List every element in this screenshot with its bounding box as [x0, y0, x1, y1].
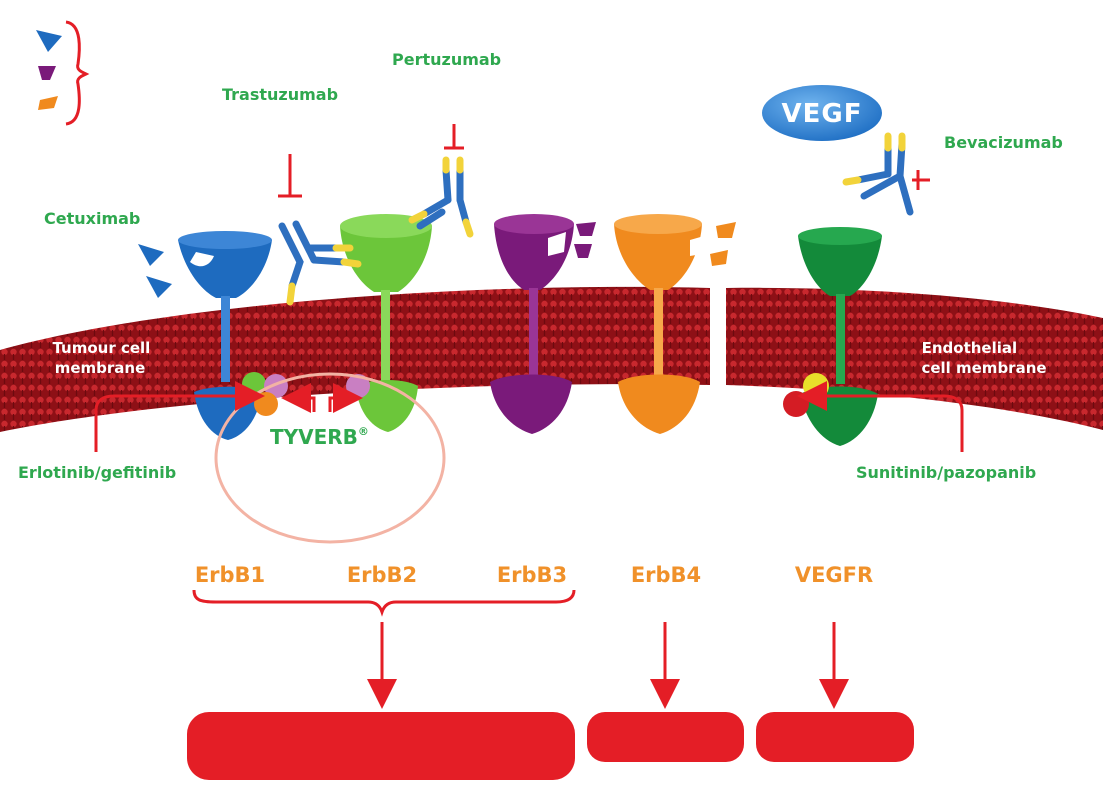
- tyverb-arrow-right: [328, 383, 363, 413]
- bevacizumab-antibody: [842, 132, 914, 216]
- erbb4-output-box: [587, 712, 744, 762]
- erbb3-label: ErbB3: [497, 563, 567, 587]
- erbb1-3-output-box: [187, 712, 575, 780]
- ligand-legend: [36, 20, 90, 126]
- endothelial-membrane-label: Endothelial cell membrane: [921, 339, 1046, 377]
- trastuzumab-antibody: [278, 220, 362, 306]
- legend-brace-icon: [65, 20, 90, 126]
- inhibition-markers: [278, 124, 930, 198]
- erlotinib-bracket: [94, 381, 265, 452]
- blue-ligand-icon: [36, 30, 62, 52]
- vegf-label: VEGF: [782, 99, 863, 129]
- erbb1-3-brace: [192, 589, 576, 617]
- sunitinib-label: Sunitinib/pazopanib: [856, 463, 1036, 482]
- pertuzumab-antibody: [408, 156, 474, 238]
- erbb3-receptor: [490, 214, 574, 434]
- trastuzumab-label: Trastuzumab: [222, 85, 338, 104]
- orange-ligand-icon: [38, 96, 58, 110]
- erbb1-label: ErbB1: [195, 563, 265, 587]
- trastuzumab-inhibit-icon: [278, 154, 302, 198]
- erlotinib-label: Erlotinib/gefitinib: [18, 463, 176, 482]
- tyverb-circle: [214, 372, 446, 544]
- pertuzumab-label: Pertuzumab: [392, 50, 501, 69]
- erbb3-ligand-icon: [576, 222, 596, 236]
- erbb1-ligand-icon: [146, 276, 172, 298]
- erbb4-ligand-icon: [716, 222, 736, 238]
- tumour-membrane-label: Tumour cell membrane: [52, 339, 155, 377]
- tyverb-label: TYVERB®: [270, 425, 369, 449]
- bevacizumab-label: Bevacizumab: [944, 133, 1063, 152]
- vegf-ellipse: [762, 85, 882, 141]
- erbb3-ligand-icon: [574, 244, 592, 258]
- pertuzumab-inhibit-icon: [444, 124, 464, 150]
- erbb4-label: ErbB4: [631, 563, 701, 587]
- vegfr-label: VEGFR: [795, 563, 873, 587]
- sunitinib-bracket: [797, 381, 964, 452]
- erbb1-ligand-icon: [138, 244, 164, 266]
- bevacizumab-inhibit-icon: [912, 170, 930, 190]
- cetuximab-label: Cetuximab: [44, 209, 140, 228]
- vegfr-output-box: [756, 712, 914, 762]
- erbb2-receptor: [340, 214, 432, 432]
- erbb4-ligand-icon: [710, 250, 728, 266]
- endothelial-cell-membrane: [726, 287, 1103, 430]
- erbb4-receptor: [614, 214, 704, 434]
- purple-ligand-icon: [38, 66, 56, 80]
- tyverb-arrow-left: [281, 383, 316, 413]
- erbb2-label: ErbB2: [347, 563, 417, 587]
